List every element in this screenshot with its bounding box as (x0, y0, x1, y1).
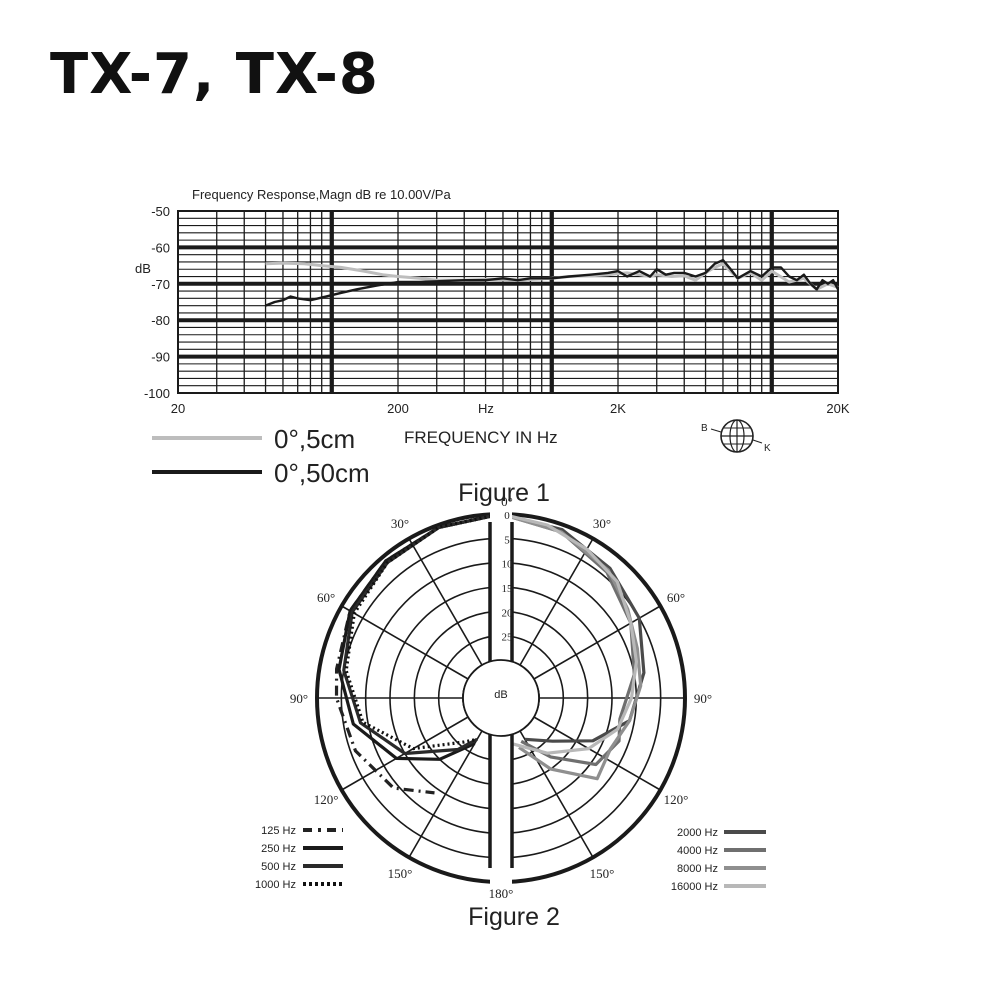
fr-x-tick-label: 200 (387, 401, 409, 416)
fr-y-tick-label: -90 (151, 350, 170, 365)
polar-spoke (519, 538, 594, 666)
polar-legend-left-label: 1000 Hz (255, 879, 296, 891)
polar-spoke (533, 716, 661, 791)
polar-center-label: dB (494, 689, 507, 701)
fr-x-tick-labels: 20 200 2K 20K (171, 401, 850, 416)
polar-legend-right: 2000 Hz 4000 Hz 8000 Hz 16000 Hz (671, 827, 766, 893)
polar-legend-right-label: 4000 Hz (677, 845, 718, 857)
polar-radial-tick-label: 10 (502, 559, 514, 571)
polar-angle-label: 60° (317, 590, 335, 605)
legend-label-0-5cm: 0°,5cm (274, 424, 355, 454)
polar-radial-tick-label: 25 (502, 632, 514, 644)
polar-legend-right-label: 16000 Hz (671, 881, 718, 893)
bk-logo: B K (701, 419, 771, 454)
fr-legend: 0°,5cm 0°,50cm (152, 424, 370, 488)
legend-label-0-50cm: 0°,50cm (274, 458, 370, 488)
polar-series-left-2 (342, 512, 502, 756)
fr-x-tick-label: 2K (610, 401, 626, 416)
polar-angle-label: 90° (694, 691, 712, 706)
fr-x-tick-label: 20 (171, 401, 185, 416)
polar-radial-tick-label: 0 (504, 510, 510, 522)
polar-angle-label: 180° (489, 886, 514, 901)
figure-2-caption: Figure 2 (468, 903, 560, 931)
fr-y-tick-label: -50 (151, 204, 170, 219)
polar-spoke (341, 605, 469, 680)
polar-radial-tick-label: 15 (502, 583, 514, 595)
polar-legend-left: 125 Hz 250 Hz 500 Hz 1000 Hz (255, 825, 343, 891)
polar-angle-label: 60° (667, 590, 685, 605)
polar-spoke (408, 538, 483, 666)
polar-legend-right-label: 8000 Hz (677, 863, 718, 875)
polar-series-group (334, 506, 646, 890)
fr-y-tick-labels: -50 -60 -70 -80 -90 -100 (144, 204, 170, 401)
fr-series-line-1 (265, 258, 840, 307)
fr-plot-frame (177, 210, 839, 394)
fr-series-group (265, 258, 840, 307)
page-title: TX-7, TX-8 (50, 42, 379, 107)
fr-x-axis-title: FREQUENCY IN Hz (404, 428, 558, 447)
polar-angle-label: 90° (290, 691, 308, 706)
fr-y-tick-label: -80 (151, 313, 170, 328)
polar-legend-right-label: 2000 Hz (677, 827, 718, 839)
fr-x-tick-label: 20K (826, 401, 849, 416)
polar-series-right-3 (500, 512, 639, 755)
polar-labels: 0 5 10 15 20 25 0° 30° 30° 60° 60° 90° 90° 120° 120° 15… (290, 494, 712, 901)
polar-series-left-0 (334, 512, 502, 795)
fr-y-tick-label: -60 (151, 240, 170, 255)
polar-angle-label: 150° (590, 866, 615, 881)
fr-y-tick-label: -70 (151, 277, 170, 292)
fr-y-axis-label: dB (135, 261, 151, 276)
polar-radial-tick-label: 20 (502, 607, 514, 619)
polar-angle-label: 120° (314, 792, 339, 807)
polar-hub-top (462, 659, 540, 737)
polar-angle-label: 120° (664, 792, 689, 807)
polar-radial-tick-label: 5 (504, 534, 510, 546)
fr-series-line-0 (265, 261, 839, 291)
figure-1-caption: Figure 1 (458, 479, 550, 507)
polar-legend-left-label: 250 Hz (261, 843, 296, 855)
polar-legend-left-label: 500 Hz (261, 861, 296, 873)
polar-spoke (408, 730, 483, 858)
polar-angle-label: 30° (391, 516, 409, 531)
polar-spoke (519, 730, 594, 858)
bk-logo-k: K (764, 443, 771, 454)
polar-angle-label: 30° (593, 516, 611, 531)
polar-angle-label: 150° (388, 866, 413, 881)
bk-logo-b: B (701, 423, 708, 434)
fr-chart-title: Frequency Response,Magn dB re 10.00V/Pa (192, 187, 451, 202)
polar-angle-label: 0° (501, 494, 513, 509)
fr-x-unit-label: Hz (478, 401, 494, 416)
fr-y-tick-label: -100 (144, 386, 170, 401)
fr-grid (177, 210, 839, 394)
polar-legend-left-label: 125 Hz (261, 825, 296, 837)
